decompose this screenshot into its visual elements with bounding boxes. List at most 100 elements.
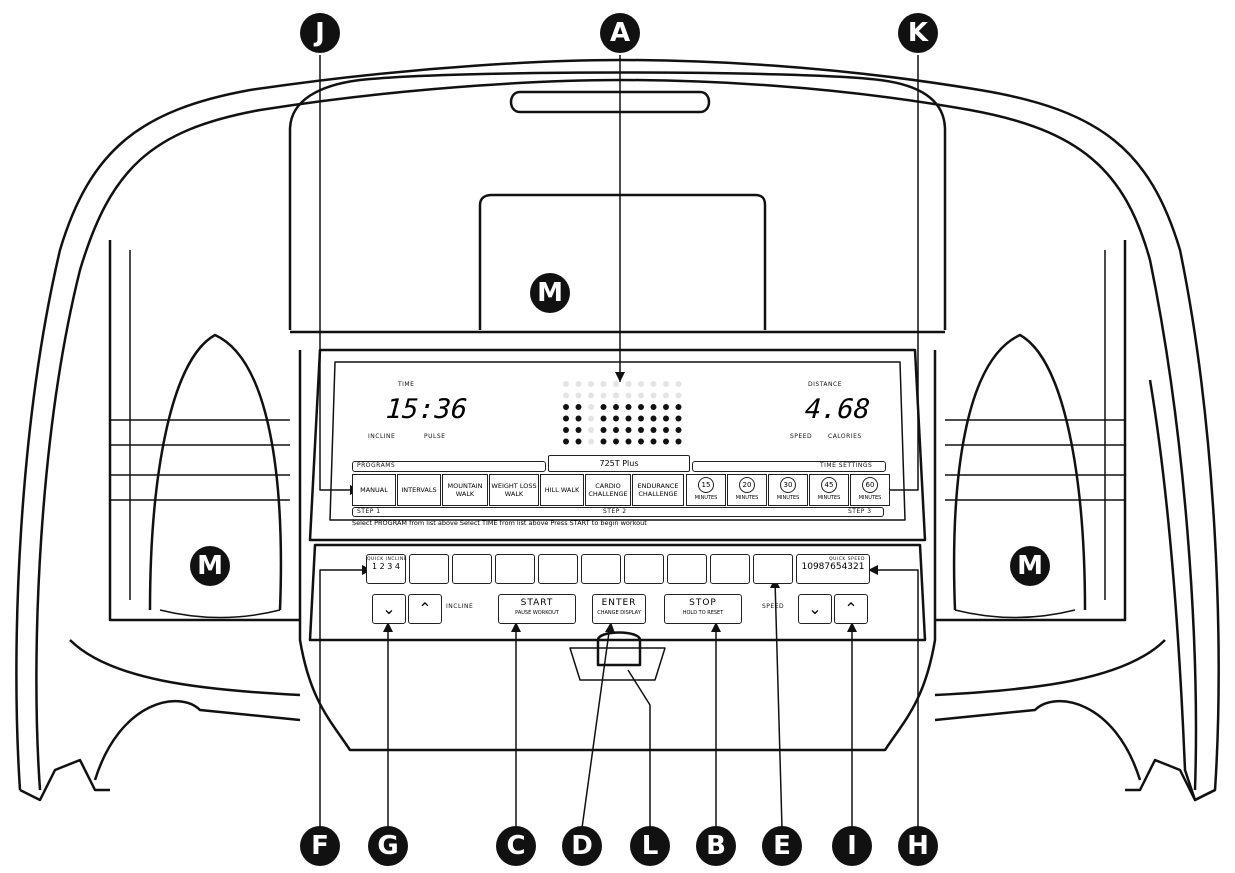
program-button-cardio-challenge[interactable]: CARDIO CHALLENGE (585, 474, 631, 506)
matrix-dot (625, 415, 632, 422)
time-readout: 15:36 (384, 394, 469, 425)
matrix-dot (663, 404, 669, 410)
keypad-key[interactable] (710, 554, 750, 584)
time-unit: MINUTES (694, 495, 718, 501)
stop-button[interactable]: STOP HOLD TO RESET (664, 594, 742, 624)
matrix-dot (675, 438, 682, 445)
matrix-dot (613, 404, 619, 410)
matrix-dot (638, 438, 644, 445)
program-button-mountain-walk[interactable]: MOUNTAIN WALK (442, 474, 488, 506)
time-settings-header-bar (692, 461, 886, 472)
program-button-endurance-challenge[interactable]: ENDURANCE CHALLENGE (632, 474, 684, 506)
time-value: 60 (862, 477, 878, 493)
program-button-hill-walk[interactable]: HILL WALK (540, 474, 584, 506)
enter-label: ENTER (601, 598, 637, 608)
callout-e: E (762, 826, 802, 866)
callout-h: H (898, 826, 938, 866)
matrix-dot (600, 404, 607, 410)
enter-sub-label: CHANGE DISPLAY (597, 610, 641, 616)
matrix-dot (600, 381, 607, 387)
matrix-dot (600, 415, 607, 422)
step-2-label: STEP 2 (603, 508, 627, 515)
quick-speed-key[interactable]: QUICK SPEED 10987654321 (796, 554, 870, 584)
instruction-text: Select PROGRAM from list above Select TI… (352, 519, 647, 527)
keypad-key[interactable] (495, 554, 535, 584)
incline-down-button[interactable]: ⌄ (372, 594, 406, 624)
matrix-dot (575, 415, 582, 422)
time-button-15[interactable]: 15 MINUTES (686, 474, 726, 506)
callout-b: B (696, 826, 736, 866)
matrix-dot (638, 381, 644, 387)
time-settings-label: TIME SETTINGS (820, 462, 873, 469)
matrix-dot (663, 438, 669, 445)
matrix-dot (575, 404, 582, 410)
matrix-dot (650, 404, 657, 410)
matrix-dot (638, 404, 644, 410)
matrix-dot (650, 427, 657, 433)
matrix-dot (563, 427, 569, 433)
speed-up-button[interactable]: ⌃ (834, 594, 868, 624)
time-label: TIME (398, 381, 415, 388)
matrix-dot (563, 392, 569, 399)
time-value: 20 (739, 477, 755, 493)
time-button-30[interactable]: 30 MINUTES (768, 474, 808, 506)
keypad-key[interactable] (538, 554, 578, 584)
matrix-dot (650, 438, 657, 445)
start-label: START (520, 598, 554, 608)
keypad-key[interactable] (452, 554, 492, 584)
matrix-dot (650, 381, 657, 387)
matrix-dot (588, 415, 594, 422)
matrix-dot (625, 381, 632, 387)
start-sub-label: PAUSE WORKOUT (515, 610, 559, 616)
matrix-dot (663, 381, 669, 387)
matrix-dot (613, 438, 619, 445)
program-button-intervals[interactable]: INTERVALS (397, 474, 441, 506)
callout-m-left: M (190, 546, 230, 586)
speed-control-label: SPEED (762, 603, 785, 610)
matrix-dot (588, 404, 594, 410)
matrix-dot (563, 404, 569, 410)
start-button[interactable]: START PAUSE WORKOUT (498, 594, 576, 624)
distance-label: DISTANCE (808, 381, 842, 388)
time-unit: MINUTES (858, 495, 882, 501)
quick-incline-value: 1 2 3 4 (372, 562, 400, 571)
quick-speed-value: 10987654321 (801, 562, 865, 572)
speed-label: SPEED (790, 433, 813, 440)
quick-incline-key[interactable]: QUICK INCLINE 1 2 3 4 (366, 554, 408, 584)
matrix-dot (638, 415, 644, 422)
incline-label: INCLINE (368, 433, 396, 440)
callout-d: D (562, 826, 602, 866)
matrix-dot (675, 404, 682, 410)
time-button-20[interactable]: 20 MINUTES (727, 474, 767, 506)
callout-i: I (832, 826, 872, 866)
program-button-weight-loss-walk[interactable]: WEIGHT LOSS WALK (489, 474, 539, 506)
callout-l: L (630, 826, 670, 866)
matrix-dot (563, 381, 569, 387)
matrix-dot (675, 392, 682, 399)
keypad-key[interactable] (624, 554, 664, 584)
time-value: 15 (698, 477, 714, 493)
time-button-45[interactable]: 45 MINUTES (809, 474, 849, 506)
matrix-dot (575, 381, 582, 387)
incline-up-button[interactable]: ⌃ (408, 594, 442, 624)
time-unit: MINUTES (817, 495, 841, 501)
matrix-dot (625, 427, 632, 433)
callout-a: A (600, 13, 640, 53)
keypad-key[interactable] (409, 554, 449, 584)
keypad-key[interactable] (581, 554, 621, 584)
enter-button[interactable]: ENTER CHANGE DISPLAY (592, 594, 646, 624)
speed-down-button[interactable]: ⌄ (798, 594, 832, 624)
callout-c: C (496, 826, 536, 866)
keypad-key[interactable] (753, 554, 793, 584)
time-value: 45 (821, 477, 837, 493)
chevron-down-icon: ⌄ (808, 601, 822, 618)
matrix-dot (575, 392, 582, 399)
quick-incline-label: QUICK INCLINE (367, 557, 408, 562)
keypad-key[interactable] (667, 554, 707, 584)
matrix-dot (663, 392, 669, 399)
matrix-dot (600, 427, 607, 433)
time-button-60[interactable]: 60 MINUTES (850, 474, 890, 506)
program-button-manual[interactable]: MANUAL (352, 474, 396, 506)
